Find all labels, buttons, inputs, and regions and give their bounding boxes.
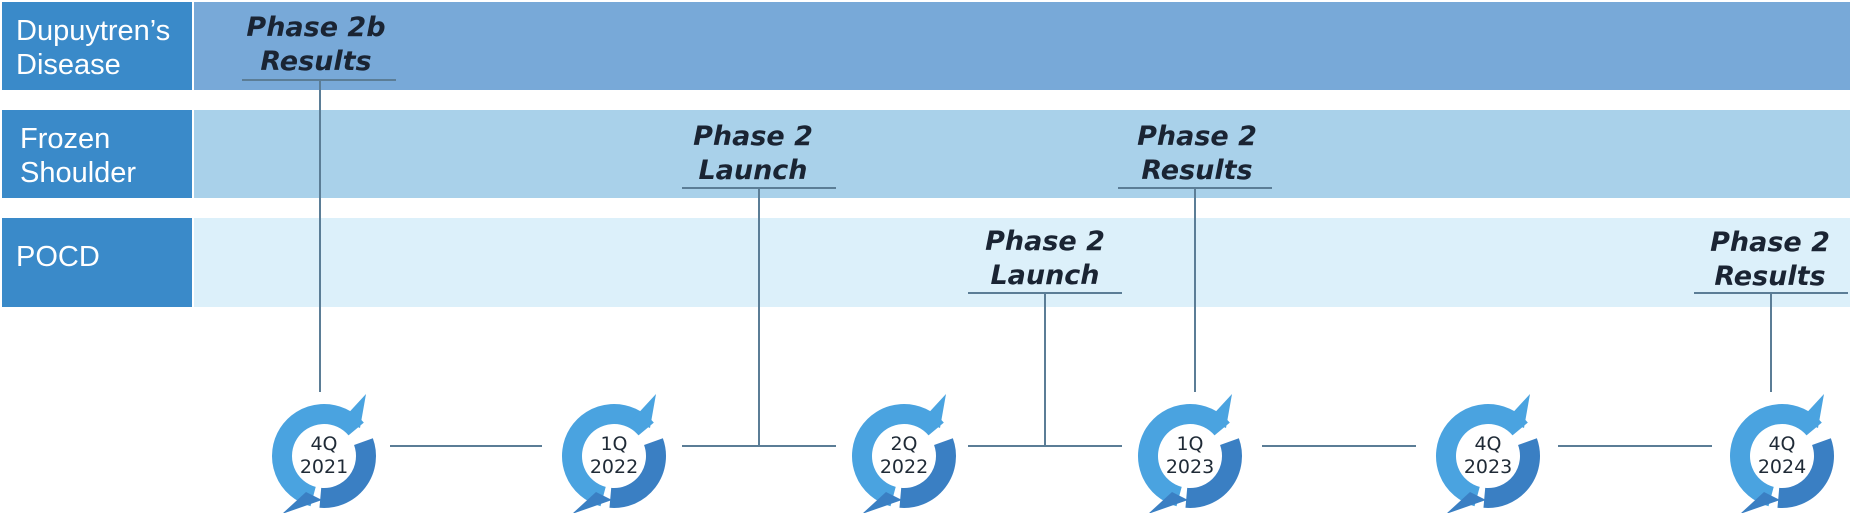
node-quarter-label: 1Q [1176,433,1203,455]
node-tail-top-icon [1208,394,1232,428]
node-tail-bottom-icon [1741,492,1780,513]
node-ring-dark-icon [609,438,666,508]
node-ring-dark-icon [319,438,376,508]
node-tail-top-icon [342,394,366,428]
node-tail-bottom-icon [863,492,902,513]
node-quarter-label: 1Q [600,433,627,455]
row-label-frozen-shoulder-line1: Frozen [20,123,111,155]
milestone-2-line2: Launch [698,155,808,186]
node-tail-bottom-icon [1447,492,1486,513]
row-label-pocd: POCD [2,218,192,307]
node-year-label: 2023 [1166,456,1214,478]
milestone-4-line2: Launch [990,260,1100,291]
milestone-5-line2: Results [1714,261,1826,292]
node-ring-dark-icon [899,438,956,508]
milestone-5-line1: Phase 2 [1710,227,1830,258]
node-ring-light-icon [562,404,654,507]
node-year-label: 2023 [1464,456,1512,478]
node-year-label: 2022 [590,456,638,478]
node-tail-top-icon [632,394,656,428]
node-ring-light-icon [272,404,364,507]
milestone-1-line2: Results [260,46,372,77]
node-ring-light-icon [1730,404,1822,507]
node-year-label: 2021 [300,456,348,478]
milestone-2-line1: Phase 2 [693,121,813,152]
milestone-3-line2: Results [1141,155,1253,186]
node-ring-dark-icon [1777,438,1834,508]
row-label-pocd-line1: POCD [16,241,100,273]
node-quarter-label: 4Q [310,433,337,455]
node-ring-light-icon [1436,404,1528,507]
milestone-frozen-shoulder-phase2-results: Phase 2 Results [1097,120,1297,188]
node-tail-top-icon [1506,394,1530,428]
row-label-frozen-shoulder: Frozen Shoulder [2,110,192,198]
band-dupuytrens [194,2,1850,90]
node-quarter-label: 4Q [1474,433,1501,455]
milestone-dupuytrens-phase2b-results: Phase 2b Results [216,11,416,79]
node-tail-bottom-icon [1149,492,1188,513]
row-label-dupuytrens: Dupuytren’s Disease [2,2,192,90]
node-tail-top-icon [1800,394,1824,428]
node-ring-dark-icon [1483,438,1540,508]
milestone-1-line1: Phase 2b [246,12,386,43]
row-label-frozen-shoulder-line2: Shoulder [20,157,137,189]
node-tail-top-icon [922,394,946,428]
milestone-pocd-phase2-launch: Phase 2 Launch [945,225,1145,293]
node-ring-light-icon [1138,404,1230,507]
node-year-label: 2024 [1758,456,1806,478]
node-tail-bottom-icon [283,492,322,513]
milestone-3-line1: Phase 2 [1137,121,1257,152]
node-ring-light-icon [852,404,944,507]
milestone-4-line1: Phase 2 [985,226,1105,257]
node-quarter-label: 4Q [1768,433,1795,455]
node-tail-bottom-icon [573,492,612,513]
milestone-frozen-shoulder-phase2-launch: Phase 2 Launch [653,120,853,188]
row-label-dupuytrens-line2: Disease [16,49,121,81]
milestone-pocd-phase2-results: Phase 2 Results [1670,226,1852,294]
node-ring-dark-icon [1185,438,1242,508]
row-label-dupuytrens-line1: Dupuytren’s [16,15,171,47]
node-year-label: 2022 [880,456,928,478]
band-frozen-shoulder [194,110,1850,198]
node-quarter-label: 2Q [890,433,917,455]
